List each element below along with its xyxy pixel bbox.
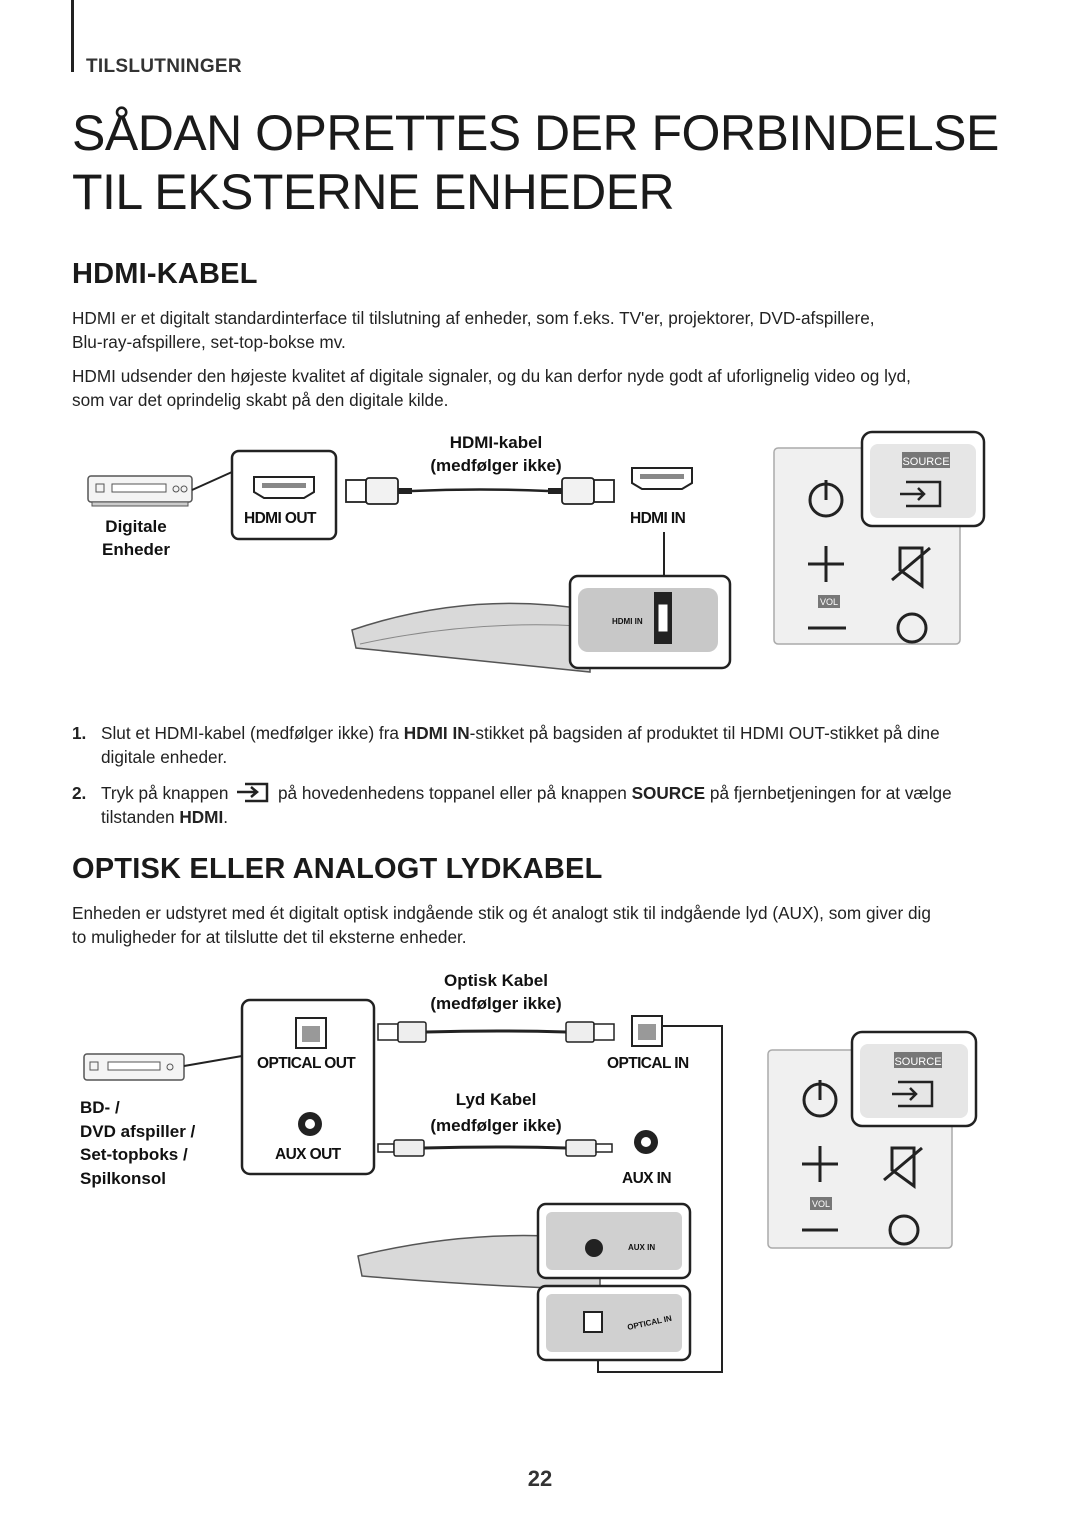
hdmi-cable-label: HDMI-kabel (medfølger ikke) [396,431,596,477]
optical-in-label: OPTICAL IN [607,1055,689,1072]
optical-cable-label: Optisk Kabel (medfølger ikke) [396,969,596,1015]
optical-heading: OPTISK ELLER ANALOGT LYDKABEL [72,853,603,885]
hdmi-paragraph-1: HDMI er et digitalt standardinterface ti… [72,306,1002,354]
page-title-line-1: SÅDAN OPRETTES DER FORBINDELSE [72,105,999,161]
hdmi-cable-icon [345,477,615,505]
section-label: TILSLUTNINGER [86,56,242,77]
optical-paragraph-line-2: to muligheder for at tilslutte det til e… [72,927,467,947]
rear-hdmi-in-label: HDMI IN [612,617,643,626]
step-text: tilstanden [101,807,180,827]
source-devices-label-line-1: BD- / [80,1098,120,1117]
hdmi-connection-diagram: HDMI IN SOURCE VOL [87,430,986,673]
audio-cable-label: Lyd Kabel (medfølger ikke) [396,1087,596,1139]
hdmi-paragraph-1-line-1: HDMI er et digitalt standardinterface ti… [72,308,875,328]
step-emphasis: SOURCE [631,783,706,803]
optical-cable-icon [377,1021,615,1043]
hdmi-out-label: HDMI OUT [244,510,316,527]
source-input-icon [237,782,269,803]
step-emphasis: HDMI [179,807,224,827]
step-text: digitale enheder. [101,747,228,767]
hdmi-paragraph-2-line-1: HDMI udsender den højeste kvalitet af di… [72,366,911,386]
hdmi-cable-label-line-1: HDMI-kabel [449,433,543,452]
optical-out-label: OPTICAL OUT [257,1055,356,1072]
step-text: på hovedenhedens toppanel eller på knapp… [277,783,632,803]
vol-label: VOL [812,1199,830,1209]
step-emphasis: HDMI IN [403,723,470,743]
digital-devices-label: Digitale Enheder [76,515,196,561]
section-marker [71,0,74,72]
aux-out-port-icon [298,1112,322,1136]
optical-paragraph: Enheden er udstyret med ét digitalt opti… [72,901,1002,949]
page-title-line-2: TIL EKSTERNE ENHEDER [72,164,675,220]
aux-in-label: AUX IN [622,1170,672,1187]
digital-devices-label-line-2: Enheder [101,540,171,559]
soundbar-rear-icon [351,574,732,673]
source-button-label: SOURCE [894,1056,941,1068]
remote-panel-icon [773,430,986,645]
hdmi-out-port-icon [253,476,315,499]
remote-panel-icon [767,1030,978,1249]
audio-cable-label-line-1: Lyd Kabel [455,1090,537,1109]
rear-aux-in-label: AUX IN [628,1243,655,1252]
optical-paragraph-line-1: Enheden er udstyret med ét digitalt opti… [72,903,931,923]
source-devices-label-line-3: Set-topboks / [80,1145,188,1164]
optical-in-port-icon [631,1015,663,1047]
hdmi-in-port-icon [631,467,693,490]
source-devices-label-line-4: Spilkonsol [80,1168,166,1188]
aux-out-label: AUX OUT [275,1146,341,1163]
page-title: SÅDAN OPRETTES DER FORBINDELSE TIL EKSTE… [72,104,999,222]
page-number: 22 [527,1466,553,1491]
soundbar-rear-icon [357,1202,692,1362]
optical-out-port-icon [295,1017,327,1049]
aux-in-port-icon [634,1130,658,1154]
audio-cable-icon [377,1139,613,1157]
hdmi-step-2: 2. Tryk på knappen på hovedenhedens topp… [72,781,1002,829]
source-devices-label-line-2: DVD afspiller / [80,1121,196,1141]
optical-cable-label-line-2: (medfølger ikke) [430,994,562,1013]
optical-connection-diagram: AUX IN OPTICAL IN SOURCE VOL [83,998,978,1373]
step-number: 1. [72,723,87,743]
hdmi-heading: HDMI-KABEL [72,258,258,290]
step-text: Slut et HDMI-kabel (medfølger ikke) fra [101,723,404,743]
step-text: . [223,807,229,827]
player-device-icon [83,1053,185,1081]
step-text: Tryk på knappen [101,783,229,803]
hdmi-paragraph-2-line-2: som var det oprindelig skabt på den digi… [72,390,449,410]
hdmi-in-label: HDMI IN [630,510,686,527]
step-number: 2. [72,783,87,803]
step-text: -stikket på bagsiden af produktet til HD… [469,723,940,743]
audio-cable-label-line-2: (medfølger ikke) [430,1116,562,1135]
hdmi-paragraph-2: HDMI udsender den højeste kvalitet af di… [72,364,1002,412]
optical-cable-label-line-1: Optisk Kabel [444,971,548,990]
player-device-icon [87,475,193,507]
vol-label: VOL [820,597,838,607]
source-button-label: SOURCE [902,456,949,468]
hdmi-paragraph-1-line-2: Blu-ray-afspillere, set-top-bokse mv. [72,332,346,352]
source-devices-label: BD- / DVD afspiller / Set-topboks / Spil… [80,1096,195,1190]
hdmi-step-1: 1. Slut et HDMI-kabel (medfølger ikke) f… [72,721,1002,769]
output-ports-box [240,998,376,1176]
digital-devices-label-line-1: Digitale [105,517,167,536]
step-text: på fjernbetjeningen for at vælge [705,783,952,803]
hdmi-cable-label-line-2: (medfølger ikke) [430,456,562,475]
